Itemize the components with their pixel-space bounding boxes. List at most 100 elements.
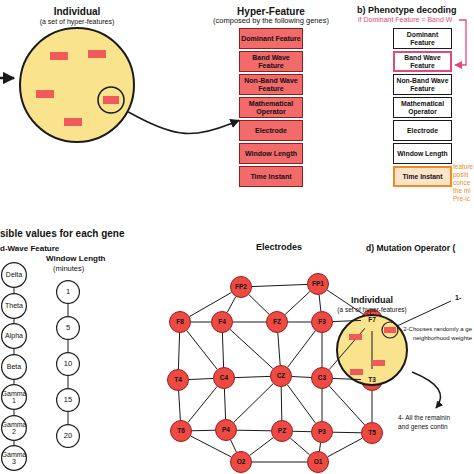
connector-line [224, 389, 225, 419]
text-group: 1 [56, 280, 80, 304]
connector-line [14, 288, 15, 293]
text-group: C4 [213, 367, 235, 389]
node-text: FP1 [312, 281, 324, 288]
text-group: Mathematical Operator [240, 98, 302, 117]
circle-outline [231, 452, 252, 473]
node-text: Dominant Feature [394, 31, 451, 45]
text-group: Delta [1, 262, 27, 288]
window-value-circle: 10 [56, 352, 80, 376]
circle-outline [57, 389, 80, 412]
node-text: O1 [314, 459, 323, 466]
node-text: Theta [5, 302, 23, 309]
node-text: T4 [174, 377, 182, 384]
circle-outline [312, 312, 333, 333]
connector-line [372, 391, 373, 422]
node-heading: (a set of hyper-features) [0, 18, 165, 26]
circle-outline [308, 452, 329, 473]
text-group: 5 [56, 316, 80, 340]
node-text: CZ [277, 373, 286, 380]
connector-line [288, 322, 311, 323]
text-group: P4 [215, 419, 237, 441]
text-group: 20 [56, 424, 80, 448]
electrode-node: P4 [215, 419, 237, 441]
node-text: P4 [222, 427, 230, 434]
text-group: Gamma 1 [1, 384, 27, 410]
window-value-circle: 15 [56, 388, 80, 412]
connector-line [14, 380, 15, 384]
text-group: Electrode [394, 121, 451, 140]
text-group: C3 [311, 367, 333, 389]
gene-box: Electrode [239, 120, 303, 141]
gene-box: Dominant Feature [393, 28, 452, 49]
node-heading: Individual [0, 6, 165, 18]
text-group: Mathematical Operator [394, 98, 451, 117]
connector-line [319, 443, 320, 451]
panel-heading: sible values for each gene [0, 228, 125, 239]
electrode-node: T5 [361, 422, 383, 444]
node-text: Mathematical Operator [394, 100, 451, 114]
circle-outline [19, 27, 135, 143]
window-value-circle: 1 [56, 280, 80, 304]
connector-line [230, 329, 273, 368]
connector-line [68, 412, 69, 424]
node-text: P3 [318, 429, 326, 436]
node-text: Band Wave Feature [395, 54, 450, 68]
band-value-circle: Gamma 1 [1, 384, 27, 410]
connector-line [68, 340, 69, 352]
circle-outline [216, 420, 237, 441]
text-group: CZ [270, 365, 292, 387]
connector-line [372, 331, 373, 369]
node-text: Alpha [5, 332, 23, 339]
circle-outline [57, 317, 80, 340]
text-group: Window Length [394, 144, 451, 163]
text-group: Beta [1, 354, 27, 380]
time-note: feature [453, 163, 473, 170]
text-group: O2 [230, 451, 252, 473]
text-group: Electrode [240, 121, 302, 140]
electrode-node: T4 [167, 369, 189, 391]
text-group: Gamma 3 [1, 445, 27, 471]
connector-line [293, 431, 311, 432]
connector-line [250, 438, 273, 456]
text-group: T3 [361, 369, 383, 391]
band-value-circle: Delta [1, 262, 27, 288]
circle-outline [2, 324, 27, 349]
node-text: F8 [176, 319, 184, 326]
text-group: Individual(a set of hyper-features) [0, 6, 165, 26]
text-group: Window Length [240, 144, 302, 163]
circle-outline [2, 355, 27, 380]
electrode-node: O1 [307, 451, 329, 473]
connector-line [249, 295, 269, 315]
node-text: Electrode [407, 127, 438, 134]
text-group: Dominant Feature [240, 29, 302, 48]
band-value-circle: Gamma 2 [1, 415, 27, 441]
text-group: Non-Band Wave Feature [394, 75, 451, 94]
gene-box: Band Wave Feature [239, 51, 303, 72]
gene-box: Mathematical Operator [239, 97, 303, 118]
connector-line [237, 430, 271, 432]
node-text: Time Instant [250, 173, 291, 180]
node-text: 1 [66, 288, 70, 296]
window-value-circle: 5 [56, 316, 80, 340]
node-text: T3 [368, 377, 376, 384]
connector-line [188, 387, 217, 423]
node-text: Window Length [397, 150, 448, 157]
node-text: T6 [177, 428, 185, 435]
text-group: Hyper-Feature(composed by the following … [194, 6, 348, 26]
circle-outline [271, 366, 292, 387]
electrode-node: F3 [311, 311, 333, 333]
circle-outline [362, 423, 383, 444]
electrode-node: PZ [271, 420, 293, 442]
circle-outline [2, 263, 27, 288]
phenotype-group: b) Phenotype decodingDominant FeatureBan… [393, 28, 452, 187]
node-text: 20 [64, 432, 72, 440]
text-group: Band Wave Feature [240, 52, 302, 71]
electrode-node: C3 [311, 367, 333, 389]
text-group: PZ [271, 420, 293, 442]
connector-line [187, 331, 217, 370]
gene-heading: Electrodes [256, 243, 302, 253]
text-group: FZ [266, 311, 288, 333]
node-text: FZ [273, 319, 281, 326]
step-text: 1- [455, 294, 461, 302]
